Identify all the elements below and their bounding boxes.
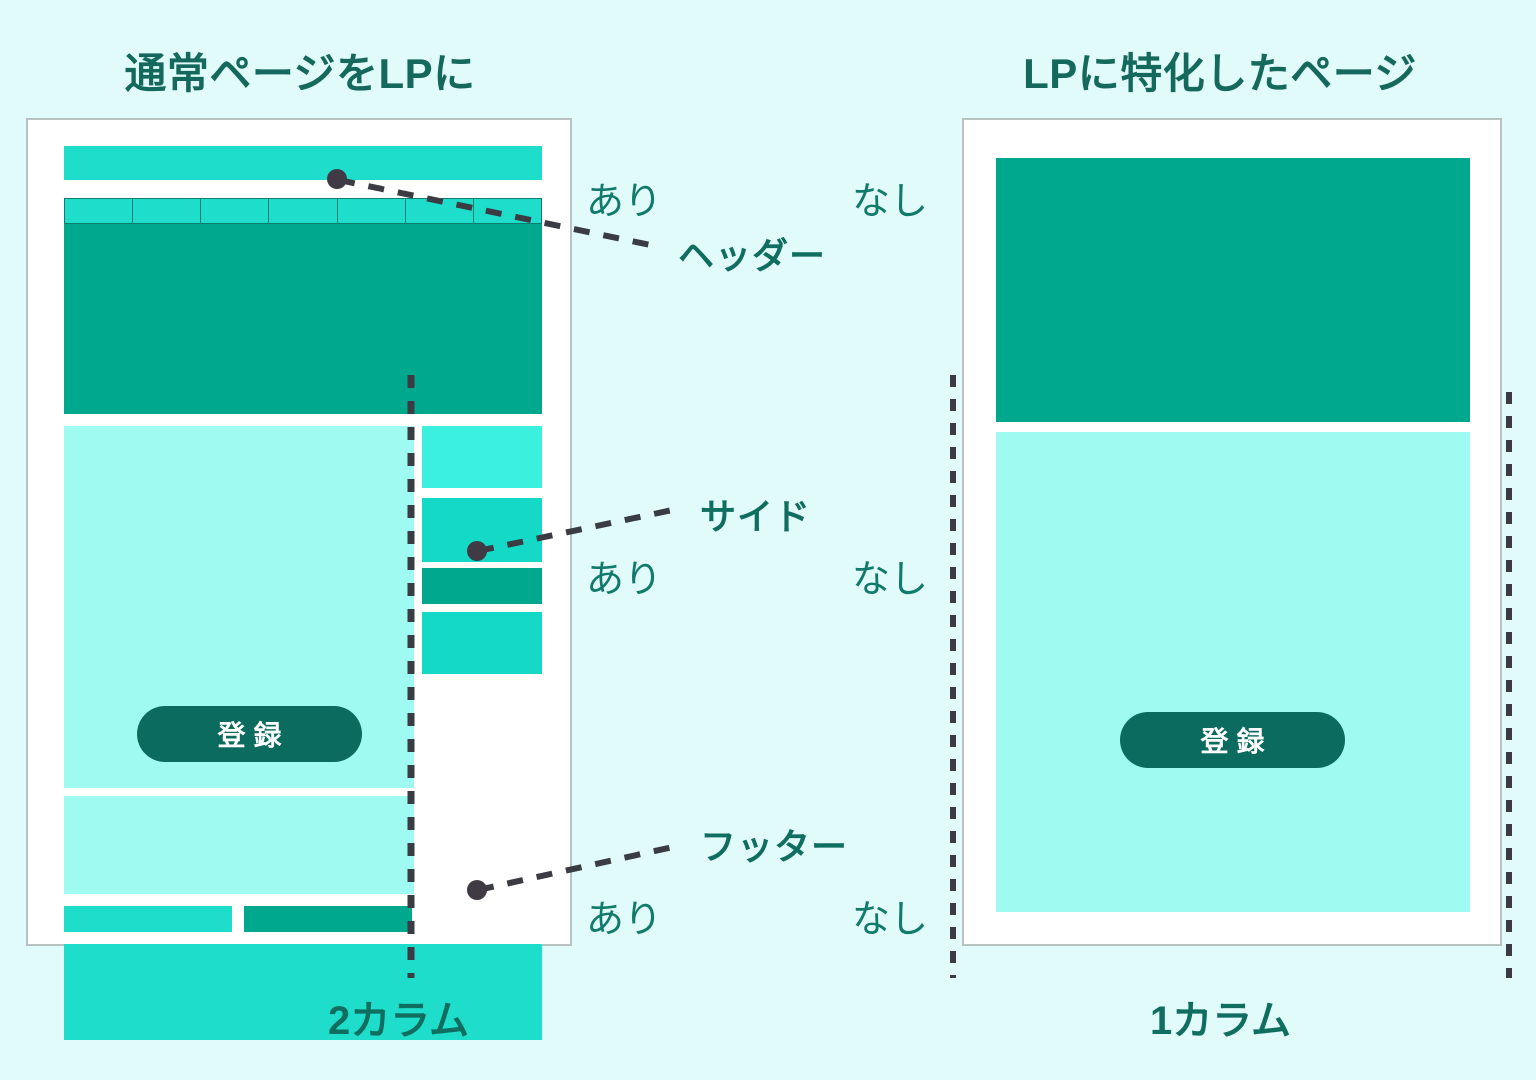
- footer-part-label: フッター: [700, 826, 849, 867]
- header-left-state-label: あり: [586, 181, 663, 223]
- left-column-title: 通常ページをLPに: [124, 50, 476, 97]
- left-mockup-side-block-4: [422, 612, 542, 674]
- nav-segment: [65, 199, 134, 223]
- left-mockup-top-bar: [64, 146, 542, 180]
- right-mockup-main-content: [996, 432, 1470, 912]
- footer-right-state-label: なし: [852, 899, 929, 941]
- right-column-caption: 1カラム: [1150, 999, 1292, 1043]
- side-right-state-label: なし: [852, 559, 929, 601]
- right-page-mockup: [962, 118, 1502, 946]
- left-mockup-hero-banner: [64, 224, 542, 414]
- header-part-label: ヘッダー: [678, 235, 827, 276]
- left-page-mockup: [26, 118, 572, 1040]
- right-column-title: LPに特化したページ: [1023, 50, 1417, 97]
- left-mockup-small-bar-left: [64, 906, 232, 932]
- left-mockup-main-content-lower: [64, 796, 414, 894]
- nav-segment: [133, 199, 202, 223]
- nav-segment: [201, 199, 270, 223]
- left-mockup-nav-bar: [64, 198, 542, 224]
- left-mockup-side-block-3: [422, 568, 542, 604]
- left-mockup-register-button[interactable]: 登録: [137, 706, 362, 762]
- nav-segment: [269, 199, 338, 223]
- side-part-label: サイド: [700, 496, 812, 537]
- footer-left-state-label: あり: [586, 899, 663, 941]
- right-mockup-register-button[interactable]: 登録: [1120, 712, 1345, 768]
- nav-segment: [474, 199, 541, 223]
- left-mockup-footer-band: [64, 944, 542, 1040]
- nav-segment: [338, 199, 406, 223]
- left-mockup-side-block-1: [422, 426, 542, 488]
- left-column-caption: 2カラム: [328, 999, 470, 1043]
- left-mockup-small-bar-right: [244, 906, 412, 932]
- side-left-state-label: あり: [586, 559, 663, 601]
- header-right-state-label: なし: [852, 181, 929, 223]
- nav-segment: [406, 199, 474, 223]
- left-mockup-side-block-2: [422, 498, 542, 562]
- right-mockup-hero-banner: [996, 158, 1470, 422]
